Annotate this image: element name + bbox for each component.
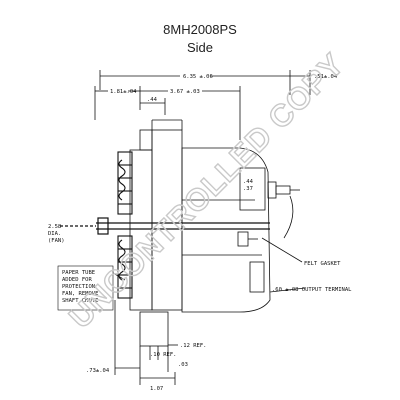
mounting-ear [139, 311, 169, 372]
body-length-label: 3.67 ±.03 [170, 89, 200, 95]
small-top-label: .44 [147, 97, 158, 103]
pulley-dia-label: 2.58 [48, 224, 61, 230]
paper-tube-line-3: PROTECTION [62, 284, 95, 290]
overall-length-dimension [99, 70, 311, 95]
paper-tube-line-2: ADDED FOR [62, 277, 92, 283]
felt-gasket-label: FELT GASKET [304, 261, 341, 267]
side-44-label: .44 [243, 179, 254, 185]
model-number: 8MH2008PS [163, 22, 237, 37]
paper-tube-line-1: PAPER TUBE [62, 270, 95, 276]
paper-tube-box [57, 265, 114, 311]
bottom-03-label: .03 [178, 362, 188, 368]
fan-blades [117, 151, 133, 299]
output-terminal [237, 181, 300, 247]
shaft [60, 217, 270, 235]
output-terminal-label: .60 ±.08 OUTPUT TERMINAL [272, 287, 352, 293]
paper-tube-line-4: FAN, REMOVE [62, 291, 98, 297]
overall-length-label: 6.35 ±.06 [183, 74, 213, 80]
stator-body [181, 147, 271, 313]
view-label: Side [186, 40, 214, 55]
paper-tube-line-5: SHAFT CHUTE [62, 298, 98, 304]
body-length-dimension [94, 86, 241, 140]
side-37-label: .37 [243, 186, 253, 192]
bottom-dimensions [114, 300, 178, 385]
pulley-dia-word: DIA. [48, 231, 61, 237]
left-offset-label: 1.81±.04 [110, 89, 137, 95]
right-offset-label: .51±.04 [314, 74, 338, 80]
ref-12-label: .12 REF. [180, 343, 207, 349]
bottom-107-label: 1.07 [150, 386, 163, 392]
pulley-dia-note: (FAN) [48, 238, 65, 244]
bottom-73-label: .73±.04 [86, 368, 110, 374]
ref-10-label: .10 REF. [150, 352, 177, 358]
